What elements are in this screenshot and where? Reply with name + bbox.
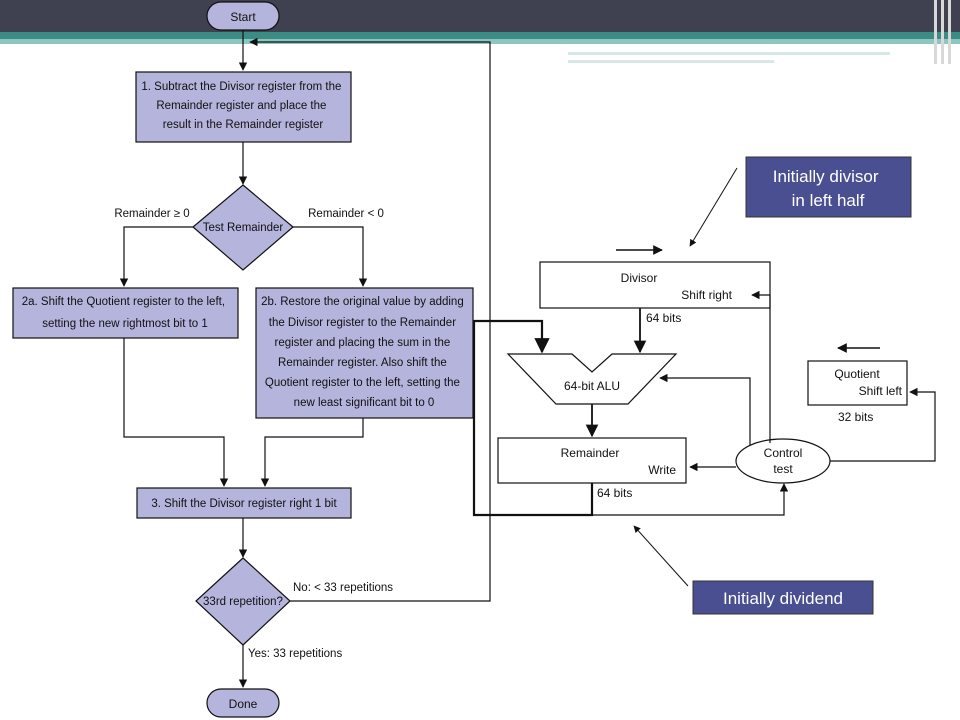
quotient-label: Quotient [834,367,880,381]
done-terminal: Done [206,688,280,718]
divisor-callout-text: Initially divisor in left half [773,167,884,210]
step2b-line: the Divisor register to the Remainder [269,317,456,329]
step3-text: 3. Shift the Divisor register right 1 bi… [151,498,337,510]
repetition-diamond: 33rd repetition? [195,557,291,646]
divisor-callout-line: in left half [792,191,865,210]
step2b-line: 2b. Restore the original value by adding [261,296,464,308]
control-to-divisor [751,290,771,443]
step1-text: 1. Subtract the Divisor register from th… [141,81,344,131]
control-to-quotient [830,387,936,462]
step2b-box: 2b. Restore the original value by adding… [255,287,474,419]
yes-repetition-label: Yes: 33 repetitions [248,648,342,660]
quotient-action: Shift left [859,384,903,398]
quotient-register [807,360,908,406]
divisor-bits-label: 64 bits [646,311,681,325]
connector-step2a-to-step3 [123,338,229,487]
control-label-line1: Control [764,446,803,460]
step1-line: 1. Subtract the Divisor register from th… [141,81,341,93]
remainder-label: Remainder [561,446,620,460]
step2b-line: Quotient register to the left, setting t… [265,377,460,389]
done-label: Done [229,697,258,711]
control-to-alu [659,373,751,445]
branch-lt-label: Remainder < 0 [308,208,384,220]
divisor-label: Divisor [621,271,658,285]
step2a-line: setting the new rightmost bit to 1 [42,318,208,330]
step2b-line: Remainder register. Also shift the [278,357,447,369]
divisor-callout-line: Initially divisor [773,167,879,186]
divisor-callout: Initially divisor in left half [689,156,912,247]
repetition-label: 33rd repetition? [203,596,283,608]
control-label-line2: test [773,462,793,476]
step2b-line: register and placing the sum in the [275,337,451,349]
start-label: Start [230,10,256,24]
branch-ge-label: Remainder ≥ 0 [114,208,189,220]
header-decoration [0,0,960,64]
step2b-line: new least significant bit to 0 [294,397,435,409]
connector-step2b-to-step3 [260,418,364,487]
step1-line: Remainder register and place the [156,100,326,112]
start-terminal: Start [206,1,280,31]
remainder-bits-label: 64 bits [597,486,632,500]
test-remainder-diamond: Test Remainder [192,184,294,271]
bus-remainder-to-control [592,483,789,516]
remainder-register [497,437,687,484]
connector-test-to-step2a [119,226,193,287]
dividend-callout-pointer [633,525,689,587]
step2b-text: 2b. Restore the original value by adding… [261,296,467,409]
quotient-bits-label: 32 bits [838,410,873,424]
alu-label: 64-bit ALU [564,379,620,393]
step3-box: 3. Shift the Divisor register right 1 bi… [136,487,352,519]
step2a-box: 2a. Shift the Quotient register to the l… [12,287,239,339]
remainder-action: Write [648,463,676,477]
step1-box: 1. Subtract the Divisor register from th… [135,71,352,143]
step1-line: result in the Remainder register [163,119,324,131]
divisor-register [539,261,771,309]
test-remainder-label: Test Remainder [203,222,284,234]
no-repetition-label: No: < 33 repetitions [293,582,393,594]
divisor-callout-pointer [689,167,738,247]
step2a-line: 2a. Shift the Quotient register to the l… [22,296,225,308]
dividend-callout-text: Initially dividend [723,589,843,608]
step2a-text: 2a. Shift the Quotient register to the l… [22,296,229,330]
connector-test-to-step2b [293,226,368,287]
alu-shape [506,353,678,405]
hardware-diagram: Divisor Shift right 64 bits 64-bit ALU R… [472,245,936,517]
bus-remainder-feedback [472,319,594,517]
divisor-action: Shift right [681,288,732,302]
dividend-callout: Initially dividend [633,525,874,615]
